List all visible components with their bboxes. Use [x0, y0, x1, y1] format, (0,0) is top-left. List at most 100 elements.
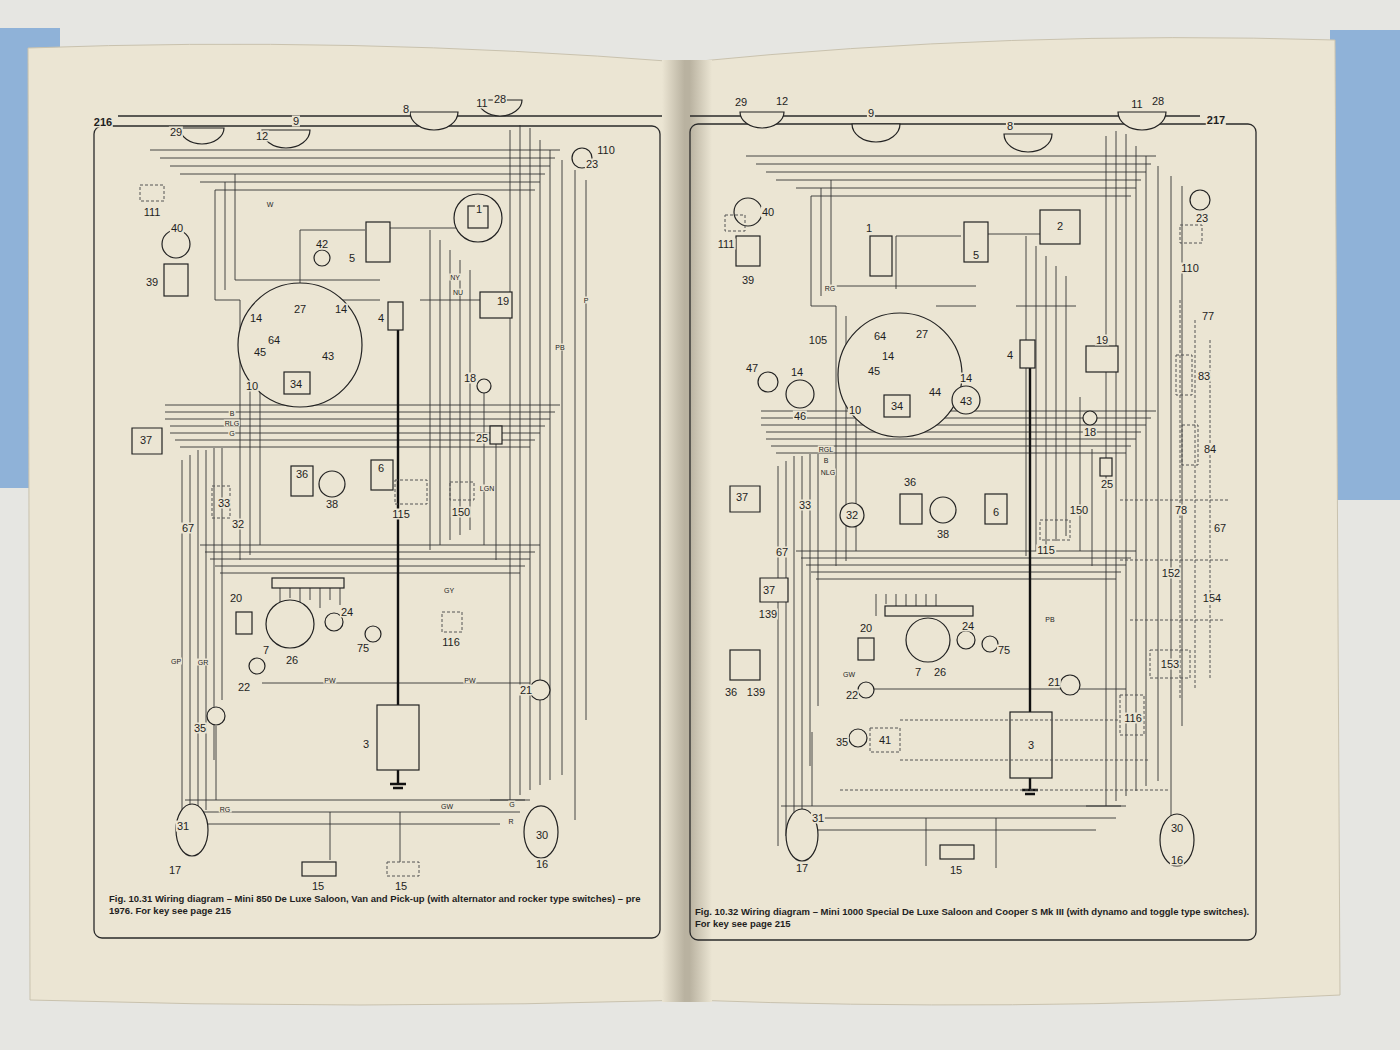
callout-number: 40: [761, 207, 775, 218]
wire-code: P: [583, 297, 590, 304]
callout-number: 22: [237, 682, 251, 693]
right-page: [690, 38, 1340, 1005]
callout-number: 21: [1047, 677, 1061, 688]
callout-number: 45: [867, 366, 881, 377]
callout-number: 83: [1197, 371, 1211, 382]
callout-number: 11: [475, 98, 488, 109]
callout-number: 14: [249, 313, 263, 324]
optional-component: [140, 185, 474, 876]
callout-number: 6: [992, 507, 1000, 518]
callout-number: 152: [1161, 568, 1181, 579]
page-number: 216: [93, 117, 113, 128]
wire-code: R: [507, 818, 514, 825]
callout-number: 12: [775, 96, 789, 107]
callout-number: 78: [1174, 505, 1188, 516]
callout-number: 153: [1160, 659, 1180, 670]
callout-number: 4: [1006, 350, 1014, 361]
callout-number: 15: [311, 881, 325, 892]
wire-code: B: [229, 410, 236, 417]
callout-number: 6: [377, 463, 385, 474]
callout-number: 31: [811, 813, 825, 824]
callout-number: 38: [325, 499, 339, 510]
callout-number: 77: [1201, 311, 1215, 322]
callout-number: 37: [139, 435, 153, 446]
callout-number: 27: [915, 329, 929, 340]
callout-number: 7: [914, 667, 922, 678]
callout-number: 36: [903, 477, 917, 488]
callout-number: 16: [1170, 855, 1184, 866]
callout-number: 25: [1100, 479, 1114, 490]
callout-number: 31: [176, 821, 190, 832]
callout-number: 2: [1056, 221, 1064, 232]
callout-number: 115: [1036, 545, 1056, 556]
wire-code: NU: [452, 289, 464, 296]
wire-code: G: [508, 801, 515, 808]
callout-number: 34: [289, 379, 303, 390]
callout-number: 3: [1027, 740, 1035, 751]
callout-number: 1: [475, 204, 483, 215]
callout-number: 26: [285, 655, 299, 666]
callout-number: 39: [145, 277, 159, 288]
callout-number: 40: [170, 223, 184, 234]
wire-code: NY: [449, 274, 461, 281]
callout-number: 14: [959, 373, 973, 384]
page-gutter: [662, 60, 712, 1002]
callout-number: 12: [255, 131, 269, 142]
wire-code: GY: [443, 587, 455, 594]
callout-number: 8: [1006, 121, 1014, 132]
callout-number: 110: [596, 145, 616, 156]
callout-number: 67: [181, 523, 195, 534]
callout-number: 38: [936, 529, 950, 540]
wire-code: GW: [842, 671, 856, 678]
callout-number: 8: [402, 104, 410, 115]
callout-number: 29: [734, 97, 748, 108]
callout-number: 44: [928, 387, 942, 398]
callout-number: 154: [1202, 593, 1222, 604]
callout-number: 150: [1069, 505, 1089, 516]
callout-number: 25: [475, 433, 489, 444]
wire-code: RG: [219, 806, 232, 813]
callout-number: 17: [168, 865, 182, 876]
callout-number: 11: [1130, 99, 1143, 110]
callout-number: 24: [961, 621, 975, 632]
callout-number: 23: [1195, 213, 1209, 224]
wire-code: G: [228, 430, 235, 437]
callout-number: 64: [267, 335, 281, 346]
callout-number: 30: [1170, 823, 1184, 834]
callout-number: 45: [253, 347, 267, 358]
callout-number: 20: [229, 593, 243, 604]
callout-number: 41: [878, 735, 892, 746]
callout-number: 64: [873, 331, 887, 342]
callout-number: 5: [972, 250, 980, 261]
callout-number: 33: [798, 500, 812, 511]
callout-number: 67: [775, 547, 789, 558]
callout-number: 111: [143, 207, 162, 218]
callout-number: 75: [997, 645, 1011, 656]
callout-number: 10: [848, 405, 862, 416]
figure-caption: Fig. 10.31 Wiring diagram – Mini 850 De …: [108, 893, 650, 918]
callout-number: 46: [793, 411, 807, 422]
callout-number: 9: [867, 108, 875, 119]
callout-number: 10: [245, 381, 259, 392]
page-frame: [94, 116, 1256, 940]
callout-number: 28: [1151, 96, 1165, 107]
callout-number: 14: [881, 351, 895, 362]
callout-number: 110: [1180, 263, 1200, 274]
callout-number: 105: [808, 335, 828, 346]
callout-number: 35: [193, 723, 207, 734]
optional-component: [725, 215, 1230, 790]
callout-number: 14: [334, 304, 348, 315]
callout-number: 18: [1083, 427, 1097, 438]
callout-number: 29: [169, 127, 183, 138]
component-symbol: [132, 100, 592, 876]
book-cover: [1330, 30, 1400, 500]
callout-number: 111: [717, 239, 736, 250]
callout-number: 15: [949, 865, 963, 876]
wire-code: PB: [554, 344, 565, 351]
callout-number: 26: [933, 667, 947, 678]
wiring-harness: [150, 125, 586, 862]
callout-number: 34: [890, 401, 904, 412]
callout-number: 7: [262, 645, 270, 656]
